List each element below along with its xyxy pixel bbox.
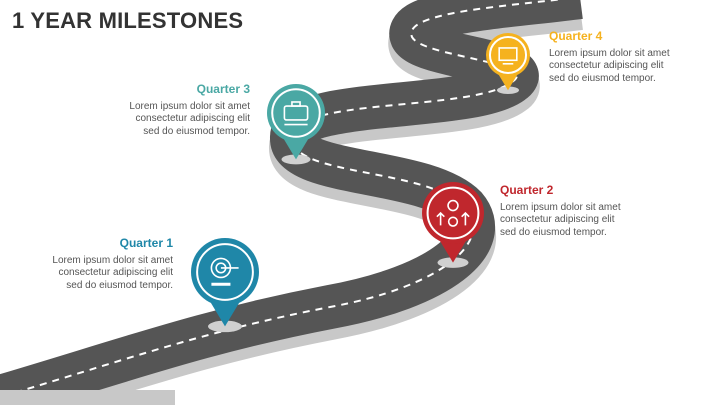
pin-shadow	[437, 257, 469, 268]
pin-ring	[426, 186, 480, 240]
pin-head	[191, 238, 259, 306]
briefcase-handshake-icon	[283, 101, 309, 126]
milestone-text: consectetur adipiscing elit	[549, 60, 664, 71]
milestone-label: Quarter 1	[119, 236, 173, 250]
pin-ring	[271, 88, 321, 138]
map-pin-quarter-1	[191, 238, 259, 333]
milestone-text: sed do eiusmod tempor.	[143, 125, 250, 137]
idea-growth-gear-icon	[436, 199, 470, 227]
milestone-text: Lorem ipsum dolor sit amet	[549, 47, 670, 59]
milestone-quarter-4: Quarter 4 Lorem ipsum dolor sit amet con…	[549, 30, 719, 85]
milestone-text: sed do eiusmod tempor.	[500, 226, 607, 238]
map-pin-quarter-2	[422, 182, 484, 268]
target-dollar-team-icon	[210, 257, 239, 286]
pin-tip	[439, 239, 467, 263]
milestone-text: consectetur adipiscing elit	[500, 214, 615, 225]
pin-head	[422, 182, 484, 244]
pin-ring	[488, 35, 528, 75]
pin-tip	[498, 73, 518, 91]
road-edge	[0, 390, 175, 405]
milestone-label: Quarter 2	[500, 183, 554, 197]
milestone-text: consectetur adipiscing elit	[58, 267, 173, 278]
milestone-label: Quarter 3	[196, 82, 250, 96]
milestone-text: Lorem ipsum dolor sit amet	[500, 201, 621, 213]
milestone-text: sed do eiusmod tempor.	[66, 279, 173, 291]
presentation-board-icon	[498, 47, 518, 65]
milestone-quarter-3: Quarter 3 Lorem ipsum dolor sit amet con…	[80, 83, 250, 138]
pin-tip	[282, 137, 310, 160]
milestone-text: Lorem ipsum dolor sit amet	[52, 254, 173, 266]
milestone-label: Quarter 4	[549, 29, 603, 43]
pin-ring	[196, 243, 254, 301]
milestone-text: Lorem ipsum dolor sit amet	[129, 100, 250, 112]
milestone-quarter-2: Quarter 2 Lorem ipsum dolor sit amet con…	[500, 184, 670, 239]
milestone-quarter-1: Quarter 1 Lorem ipsum dolor sit amet con…	[3, 237, 173, 292]
pin-head	[267, 84, 325, 142]
page-title: 1 YEAR MILESTONES	[12, 8, 244, 33]
milestone-text: sed do eiusmod tempor.	[549, 72, 656, 84]
map-pin-quarter-3	[267, 84, 325, 165]
milestone-text: consectetur adipiscing elit	[135, 113, 250, 124]
pin-tip	[209, 300, 241, 327]
map-pin-quarter-4	[486, 33, 530, 94]
pin-head	[486, 33, 530, 77]
